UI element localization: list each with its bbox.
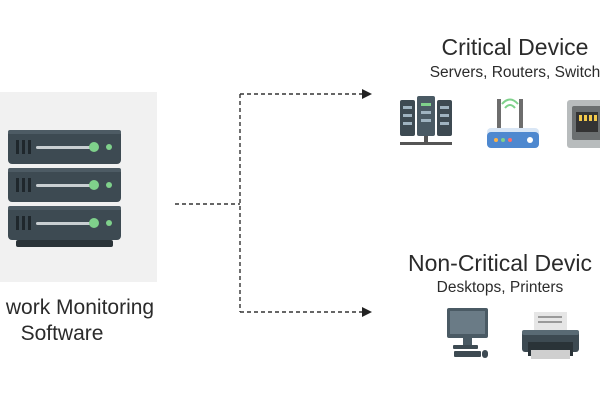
router-icon xyxy=(487,98,539,148)
server-rack-icon xyxy=(8,130,121,247)
source-label-line-2: Software xyxy=(20,322,104,345)
source-label-line-1: work Monitoring xyxy=(5,296,155,319)
connector-lines xyxy=(175,93,364,313)
arrowhead-critical xyxy=(362,89,372,99)
non-critical-device-title: Non-Critical Devic xyxy=(407,250,593,276)
network-switch-icon xyxy=(567,100,600,148)
desktop-computer-icon xyxy=(447,308,488,358)
server-icon xyxy=(400,96,452,145)
critical-device-title: Critical Device xyxy=(441,34,589,60)
non-critical-device-subtitle: Desktops, Printers xyxy=(436,279,564,296)
arrowhead-noncritical xyxy=(362,307,372,317)
critical-device-subtitle: Servers, Routers, Switch xyxy=(429,64,600,81)
printer-icon xyxy=(522,312,579,359)
